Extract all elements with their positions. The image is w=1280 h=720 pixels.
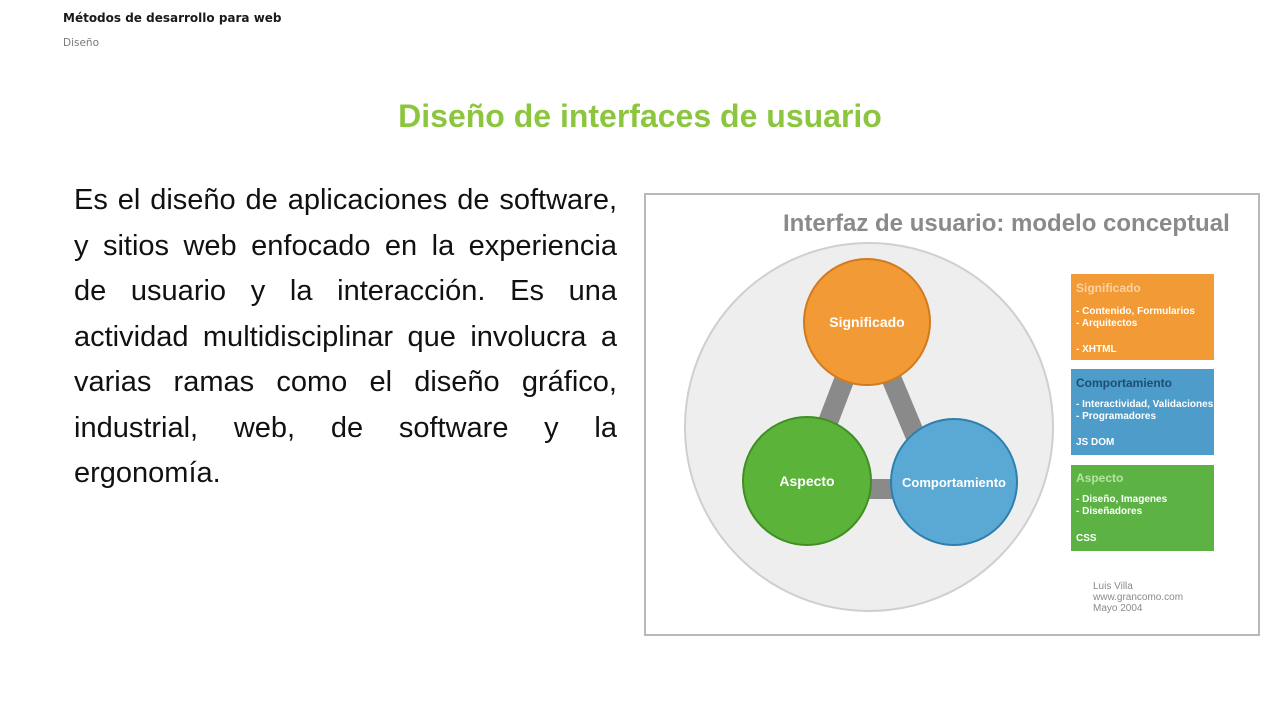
conceptual-model-diagram: Interfaz de usuario: modelo conceptual S… (684, 210, 1230, 614)
panel-comportamiento-footer: JS DOM (1076, 437, 1114, 448)
panel-significado-line-1: - Contenido, Formularios (1076, 306, 1195, 317)
panel-comportamiento-line-2: - Programadores (1076, 411, 1156, 422)
credit-author: Luis Villa (1093, 581, 1133, 592)
panel-aspecto-footer: CSS (1076, 533, 1097, 544)
panel-aspecto-heading: Aspecto (1076, 471, 1123, 485)
body-paragraph: Es el diseño de aplicaciones de software… (74, 184, 617, 489)
figure-credit: Luis Villa www.grancomo.com Mayo 2004 (1092, 581, 1183, 614)
node-comportamiento: Comportamiento (890, 418, 1018, 546)
figure-title: Interfaz de usuario: modelo conceptual (783, 210, 1230, 237)
panel-comportamiento-line-1: - Interactividad, Validaciones (1076, 399, 1214, 410)
node-significado: Significado (803, 258, 931, 386)
panel-aspecto: Aspecto - Diseño, Imagenes - Diseñadores… (1071, 465, 1214, 551)
panel-significado-footer: - XHTML (1076, 344, 1117, 355)
panel-comportamiento: Comportamiento - Interactividad, Validac… (1071, 369, 1214, 455)
credit-date: Mayo 2004 (1093, 603, 1143, 614)
conceptual-model-figure: Interfaz de usuario: modelo conceptual S… (644, 193, 1260, 636)
slide-title: Diseño de interfaces de usuario (398, 98, 882, 134)
panel-aspecto-line-1: - Diseño, Imagenes (1076, 494, 1168, 505)
node-comportamiento-label: Comportamiento (902, 475, 1006, 490)
node-significado-label: Significado (829, 314, 904, 330)
panel-significado-heading: Significado (1076, 281, 1141, 295)
node-aspecto-label: Aspecto (779, 473, 834, 489)
section-label: Diseño (63, 37, 100, 49)
panel-significado-line-2: - Arquitectos (1076, 318, 1138, 329)
credit-website: www.grancomo.com (1092, 592, 1183, 603)
course-title: Métodos de desarrollo para web (63, 11, 282, 25)
panel-significado: Significado - Contenido, Formularios - A… (1071, 274, 1214, 360)
panel-aspecto-line-2: - Diseñadores (1076, 506, 1143, 517)
panel-comportamiento-heading: Comportamiento (1076, 376, 1172, 390)
node-aspecto: Aspecto (742, 416, 872, 546)
